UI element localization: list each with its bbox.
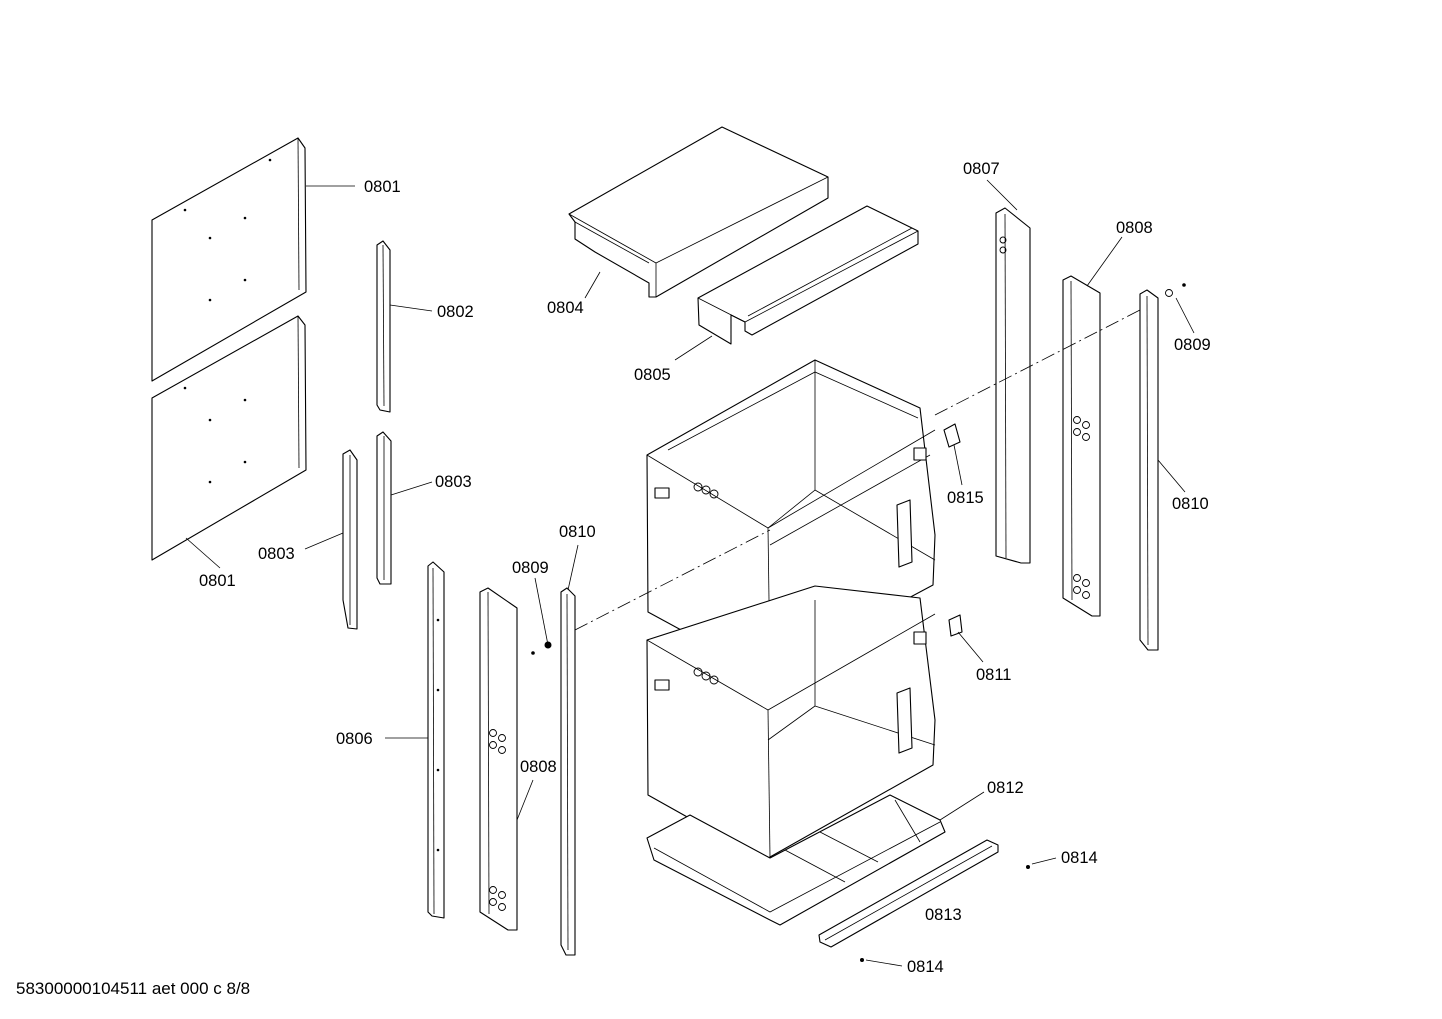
- part-0809-screw-right: [1165, 283, 1186, 297]
- label-0811: 0811: [976, 666, 1011, 684]
- part-0801-upper-side-panel: [151, 137, 307, 382]
- part-0805-front-cover: [697, 205, 919, 345]
- assembly-axis-left: [574, 529, 771, 631]
- part-0814-screw-lower: [860, 958, 864, 962]
- part-0804-top-cover: [568, 126, 829, 298]
- label-0808-right: 0808: [1116, 219, 1153, 237]
- label-0814-upper: 0814: [1061, 849, 1098, 867]
- label-0810-left: 0810: [559, 523, 596, 541]
- label-0807: 0807: [963, 160, 1000, 178]
- label-0813: 0813: [925, 906, 962, 924]
- label-0812: 0812: [987, 779, 1024, 797]
- part-0808-plate-right: [1062, 275, 1101, 617]
- label-0806: 0806: [336, 730, 373, 748]
- label-0809-left: 0809: [512, 559, 549, 577]
- label-0814-lower: 0814: [907, 958, 944, 976]
- label-0801-upper: 0801: [364, 178, 401, 196]
- assembly-axis-right: [934, 309, 1141, 416]
- part-0803-rail-right: [376, 431, 392, 585]
- lower-oven-cavity-frame: [646, 585, 936, 861]
- leader-lines: [185, 179, 1195, 967]
- part-0801-lower-side-panel: [151, 315, 307, 561]
- label-0803-right: 0803: [435, 473, 472, 491]
- label-0805: 0805: [634, 366, 671, 384]
- part-0807-rail: [995, 207, 1031, 564]
- part-0813-bottom-rail: [818, 839, 999, 948]
- document-code: 58300000104511 aet 000 c 8/8: [16, 979, 251, 998]
- part-0814-screw-upper: [1026, 865, 1030, 869]
- part-0808-plate-left: [479, 587, 518, 931]
- part-0811-bracket: [948, 614, 963, 637]
- part-0812-base-plate: [646, 794, 946, 926]
- label-0803-left: 0803: [258, 545, 295, 563]
- part-0806-rail: [427, 561, 445, 919]
- part-0803-rail-left: [342, 449, 358, 630]
- label-0808-left: 0808: [520, 758, 557, 776]
- part-0810-rail-right: [1139, 289, 1159, 651]
- label-0802: 0802: [437, 303, 474, 321]
- label-0809-right: 0809: [1174, 336, 1211, 354]
- label-0810-right: 0810: [1172, 495, 1209, 513]
- part-0809-screw-left: [531, 641, 552, 655]
- part-0815-bracket: [943, 423, 961, 448]
- label-0804: 0804: [547, 299, 584, 317]
- label-0815: 0815: [947, 489, 984, 507]
- label-0801-lower: 0801: [199, 572, 236, 590]
- part-0802-rail: [376, 240, 391, 413]
- part-0810-rail-left: [560, 587, 576, 956]
